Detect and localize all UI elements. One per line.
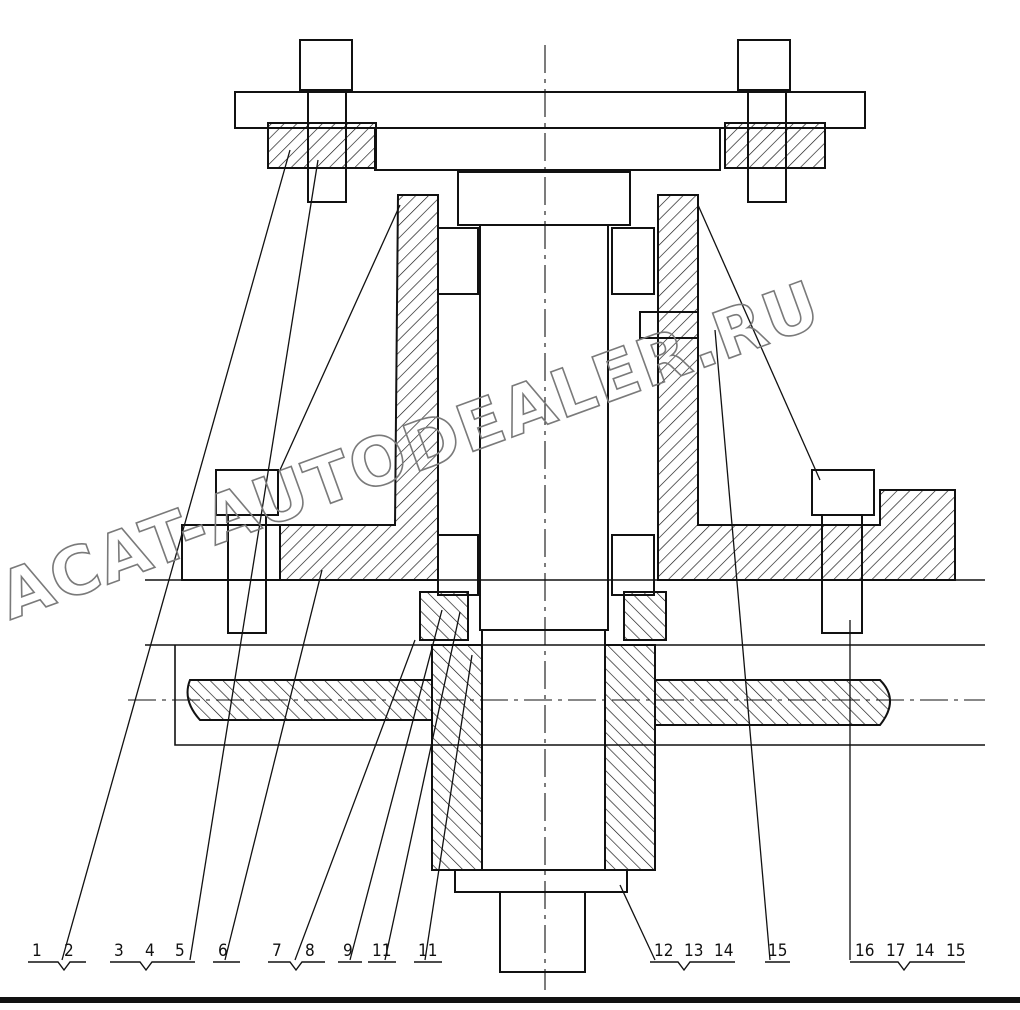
leader-9 [349, 609, 443, 961]
callout-label: 4 [145, 941, 155, 961]
callout-label: 12 [654, 941, 673, 961]
lower-bearing-right [611, 534, 655, 596]
lower-hub-left [431, 644, 483, 871]
seal-left [419, 591, 469, 641]
top-flange-hub [374, 127, 721, 171]
leader-1-2 [61, 149, 291, 961]
callout-label: 17 [886, 941, 905, 961]
bolt-bottom-right [811, 469, 875, 516]
hub-cap [454, 869, 628, 893]
shaft-collar [457, 171, 631, 226]
callout-label: 11 [372, 941, 391, 961]
brace-1-2 [28, 961, 86, 972]
frame-outline [145, 579, 985, 746]
leader-11a [384, 611, 461, 961]
leader-6 [224, 569, 323, 961]
callout-label: 8 [305, 941, 315, 961]
callout-label: 6 [218, 941, 228, 961]
bolt-bottom-left-shank [227, 514, 267, 634]
callout-label: 15 [946, 941, 965, 961]
leader-upper-left [279, 204, 401, 471]
grease-nipple [639, 311, 699, 339]
callout-label: 3 [114, 941, 124, 961]
lower-hub-right [604, 644, 656, 871]
callout-label: 2 [64, 941, 74, 961]
brace-12-14 [650, 961, 735, 972]
callout-label: 7 [272, 941, 282, 961]
leader-15 [714, 329, 771, 961]
lower-hub-bore [481, 629, 606, 871]
callout-label: 14 [915, 941, 934, 961]
upper-bearing-right [611, 227, 655, 295]
bolt-top-left [299, 39, 353, 91]
callout-labels: 1 2 3 4 5 6 7 8 9 11 11 12 13 14 15 16 1… [32, 941, 965, 961]
callout-label: 14 [714, 941, 733, 961]
bolt-top-right [737, 39, 791, 91]
brace-16-15 [850, 961, 965, 972]
leader-11b [424, 654, 473, 961]
bolt-top-left-shank [307, 89, 347, 203]
leader-12-14 [619, 884, 656, 961]
brace-7-8 [268, 961, 325, 972]
callout-label: 1 [32, 941, 42, 961]
upper-bearing-left [437, 227, 479, 295]
top-right-block [724, 122, 826, 169]
callout-label: 16 [855, 941, 874, 961]
brace-3-5 [110, 961, 195, 972]
right-arm [654, 679, 891, 726]
leader-7-8 [294, 639, 416, 961]
callout-label: 5 [175, 941, 185, 961]
seal-right [623, 591, 667, 641]
housing-right [657, 194, 956, 581]
leader-3-5 [189, 159, 319, 961]
bolt-top-right-shank [747, 89, 787, 203]
callout-label: 11 [418, 941, 437, 961]
bolt-bottom-right-shank [821, 514, 863, 634]
callout-label: 15 [768, 941, 787, 961]
bottom-shaft-end [499, 891, 586, 973]
callout-label: 13 [684, 941, 703, 961]
lower-bearing-left [437, 534, 479, 596]
callout-label: 9 [343, 941, 353, 961]
top-left-block [267, 122, 377, 169]
leader-upper-right [697, 204, 821, 481]
